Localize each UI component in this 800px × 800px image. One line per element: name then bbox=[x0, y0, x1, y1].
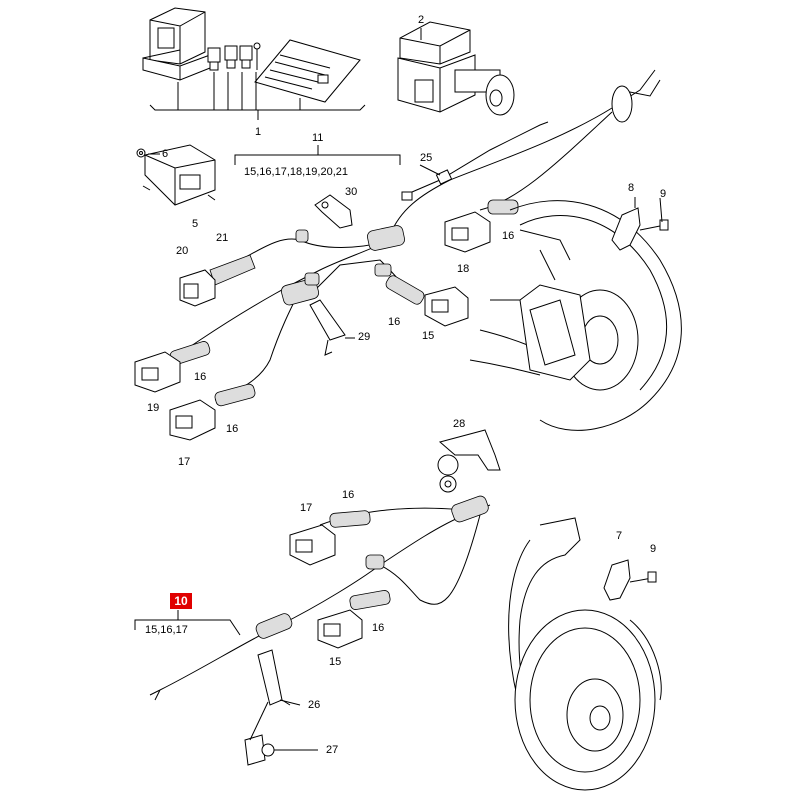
group-label-10: 15,16,17 bbox=[145, 624, 188, 636]
callout-label[interactable]: 5 bbox=[192, 218, 199, 230]
callout-label[interactable]: 16 bbox=[372, 622, 385, 634]
highlighted-callout-10[interactable]: 10 bbox=[170, 593, 192, 609]
callout-label[interactable]: 16 bbox=[388, 316, 401, 328]
upper-harness bbox=[134, 69, 661, 441]
group-label-11: 15,16,17,18,19,20,21 bbox=[244, 166, 348, 178]
callout-label[interactable]: 17 bbox=[300, 502, 313, 514]
callout-label[interactable]: 6 bbox=[162, 148, 169, 160]
callout-label[interactable]: 15 bbox=[329, 656, 342, 668]
callout-label[interactable]: 17 bbox=[178, 456, 191, 468]
callout-label[interactable]: 27 bbox=[326, 744, 339, 756]
callout-label[interactable]: 9 bbox=[650, 543, 657, 555]
callout-label[interactable]: 11 bbox=[312, 132, 324, 144]
callout-label[interactable]: 16 bbox=[226, 423, 239, 435]
front-brake-assembly bbox=[469, 200, 682, 431]
control-unit-kit bbox=[142, 7, 366, 120]
callout-label[interactable]: 7 bbox=[616, 530, 623, 542]
callout-label[interactable]: 20 bbox=[176, 245, 189, 257]
callout-label[interactable]: 16 bbox=[502, 230, 515, 242]
callout-label[interactable]: 18 bbox=[457, 263, 470, 275]
lower-harness bbox=[149, 429, 501, 766]
callout-label[interactable]: 16 bbox=[194, 371, 207, 383]
callout-label[interactable]: 9 bbox=[660, 188, 667, 200]
callout-label[interactable]: 21 bbox=[216, 232, 229, 244]
callout-label[interactable]: 16 bbox=[342, 489, 355, 501]
callout-label[interactable]: 8 bbox=[628, 182, 635, 194]
callout-label[interactable]: 1 bbox=[255, 126, 262, 138]
callout-label[interactable]: 26 bbox=[308, 699, 321, 711]
callout-label[interactable]: 28 bbox=[453, 418, 466, 430]
control-module bbox=[136, 144, 216, 206]
callout-label[interactable]: 25 bbox=[420, 152, 433, 164]
rear-brake-assembly bbox=[508, 517, 662, 791]
callout-label[interactable]: 19 bbox=[147, 402, 160, 414]
abs-hydraulic-unit bbox=[397, 21, 515, 116]
callout-label[interactable]: 15 bbox=[422, 330, 435, 342]
callout-label[interactable]: 29 bbox=[358, 331, 371, 343]
callout-label[interactable]: 30 bbox=[345, 186, 358, 198]
callout-label[interactable]: 2 bbox=[418, 14, 425, 26]
leader-lines bbox=[134, 145, 663, 751]
